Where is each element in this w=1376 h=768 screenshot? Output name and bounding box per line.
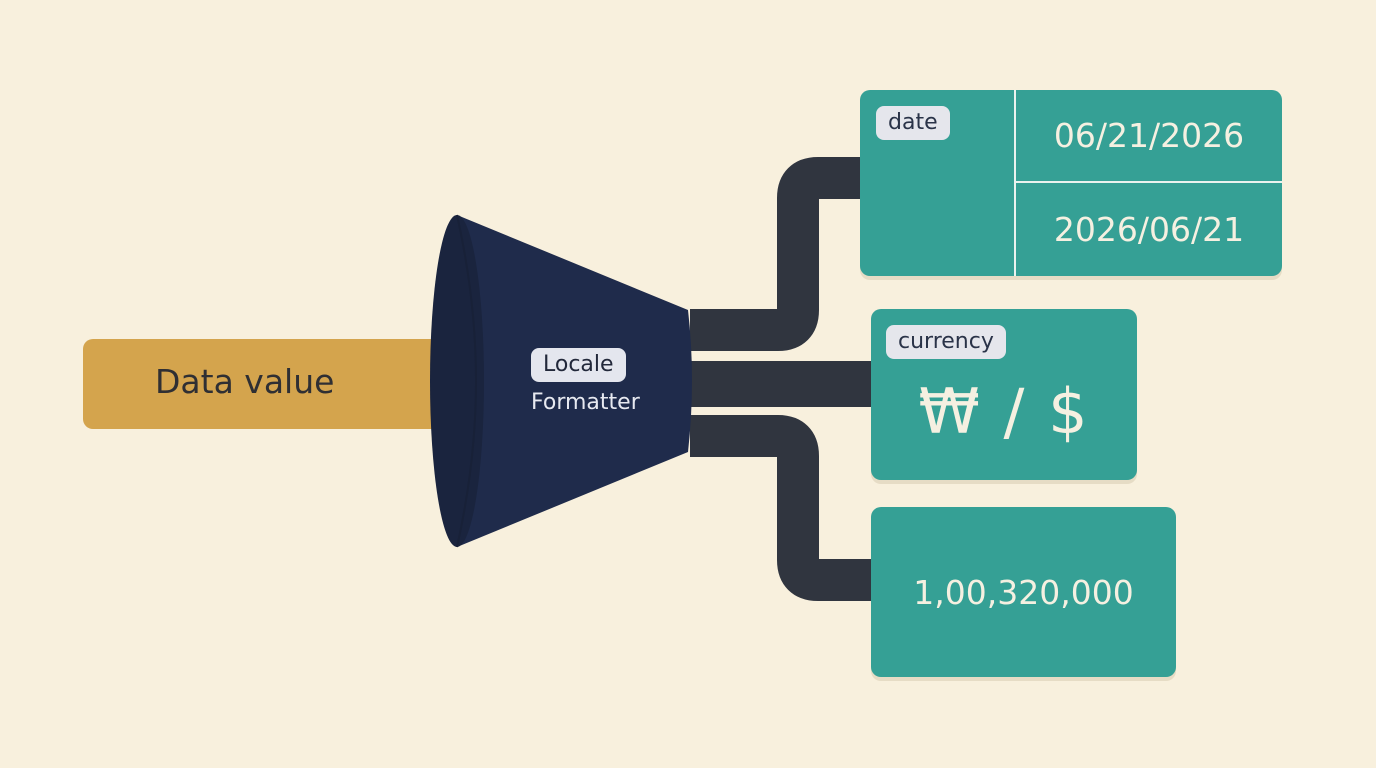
currency-output-card: currency ₩ / $ xyxy=(871,309,1137,480)
data-value-label: Data value xyxy=(155,362,335,401)
currency-chip: currency xyxy=(886,325,1006,359)
pipe-to-date xyxy=(690,157,870,351)
pipe-to-number xyxy=(690,415,880,601)
funnel-mouth-shade xyxy=(456,214,478,548)
date-output-card: date 06/21/2026 2026/06/21 xyxy=(860,90,1282,276)
formatter-label: Formatter xyxy=(531,390,640,415)
number-output-card: 1,00,320,000 xyxy=(871,507,1176,677)
date-chip: date xyxy=(876,106,950,140)
date-value-iso: 2026/06/21 xyxy=(1053,210,1245,249)
currency-symbols: ₩ / $ xyxy=(918,375,1090,448)
number-value: 1,00,320,000 xyxy=(913,573,1134,612)
date-value-us: 06/21/2026 xyxy=(1053,116,1245,155)
locale-chip: Locale xyxy=(531,348,626,382)
date-card-divider-vertical xyxy=(1014,90,1016,276)
date-card-divider-horizontal xyxy=(1016,181,1282,183)
